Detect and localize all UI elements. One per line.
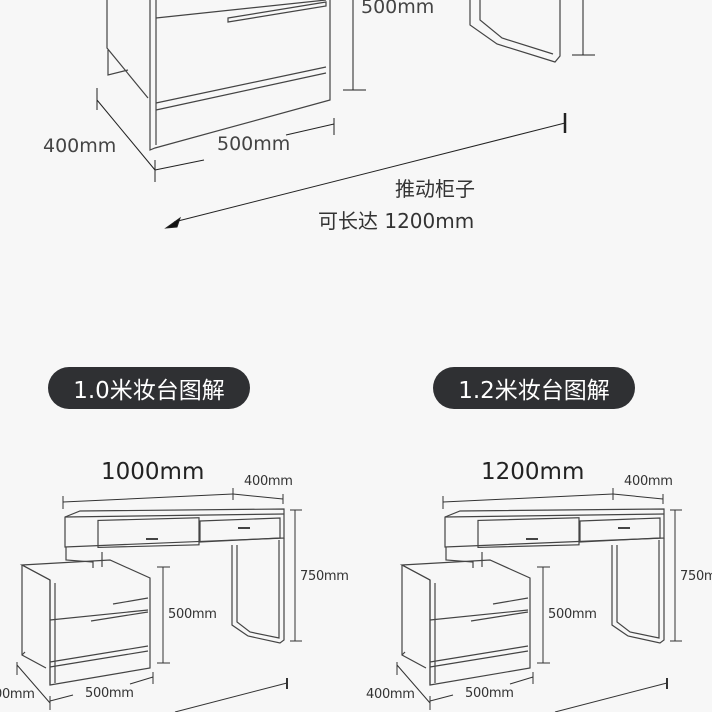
top-dimension-lines (96, 0, 595, 229)
variant-label-1-2m: 1.2米妆台图解 (433, 367, 635, 409)
top-depth-label: 400mm (43, 135, 117, 157)
desk-depth-label: 400mm (244, 474, 293, 489)
push-note-line2: 可长达 1200mm (318, 209, 475, 233)
top-cabinet-drawing (106, 0, 561, 151)
desk-drawing-1m (21, 508, 285, 686)
push-note-line1: 推动柜子 (395, 177, 475, 201)
cabinet-width-label: 500mm (465, 686, 514, 701)
desk-height-label: 750mm (680, 569, 712, 584)
cabinet-height-label: 500mm (548, 607, 597, 622)
desk-height-label: 750mm (300, 569, 349, 584)
cabinet-height-label: 500mm (168, 607, 217, 622)
desk-depth-label: 400mm (624, 474, 673, 489)
top-cabinet-height-label: 500mm (361, 0, 435, 18)
top-width-label: 500mm (217, 133, 291, 155)
dimension-lines-1-2m (396, 487, 683, 712)
dimension-lines-1m (16, 487, 303, 712)
cabinet-width-label: 500mm (85, 686, 134, 701)
cabinet-depth-label: 400mm (0, 687, 35, 702)
desk-width-label: 1200mm (481, 459, 585, 485)
desk-width-label: 1000mm (101, 459, 205, 485)
desk-drawing-1-2m (401, 508, 665, 686)
variant-label-1m: 1.0米妆台图解 (48, 367, 250, 409)
cabinet-depth-label: 400mm (366, 687, 415, 702)
